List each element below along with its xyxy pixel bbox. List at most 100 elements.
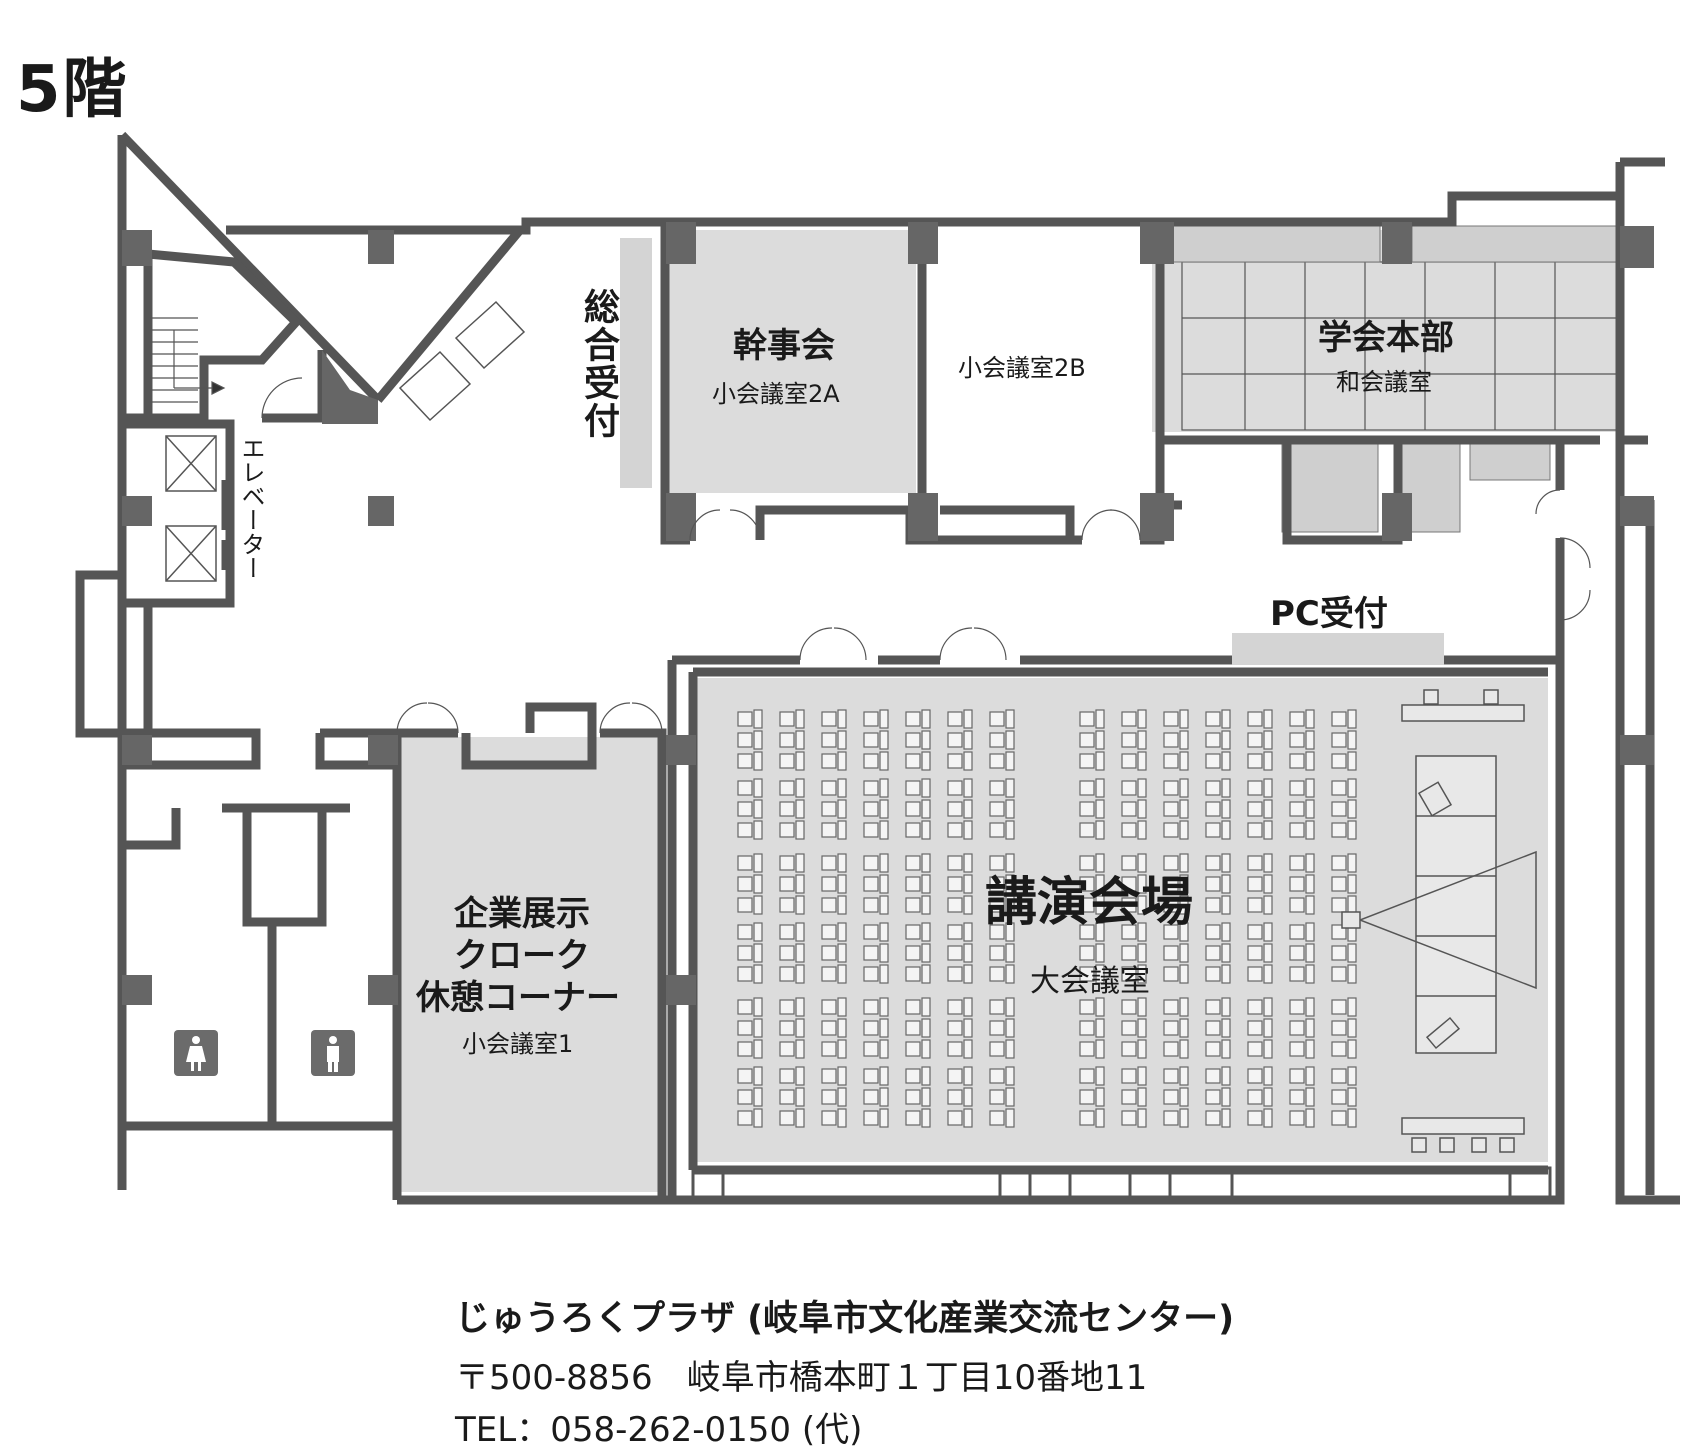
seat xyxy=(863,1068,879,1084)
seat xyxy=(821,822,837,838)
desk xyxy=(1347,730,1357,750)
seat xyxy=(1163,1089,1179,1105)
seat xyxy=(821,1068,837,1084)
seat xyxy=(779,876,795,892)
elevator-label: エレベーター xyxy=(237,436,265,580)
seat xyxy=(1121,801,1137,817)
seat xyxy=(779,801,795,817)
desk xyxy=(1347,1108,1357,1128)
desk xyxy=(837,778,847,798)
desk xyxy=(1305,853,1315,873)
desk xyxy=(1095,1087,1105,1107)
seat xyxy=(1079,999,1095,1015)
seat xyxy=(989,1020,1005,1036)
seat xyxy=(1247,753,1263,769)
seat xyxy=(1079,1041,1095,1057)
seat xyxy=(905,801,921,817)
desk xyxy=(1179,1018,1189,1038)
seat xyxy=(989,711,1005,727)
seat xyxy=(1079,732,1095,748)
seat xyxy=(1163,1068,1179,1084)
desk xyxy=(753,1108,763,1128)
seat xyxy=(1205,945,1221,961)
seat xyxy=(779,732,795,748)
seat xyxy=(1247,1041,1263,1057)
seat xyxy=(1121,711,1137,727)
desk xyxy=(1095,943,1105,963)
seat xyxy=(1205,711,1221,727)
desk xyxy=(1221,874,1231,894)
seat xyxy=(1121,1110,1137,1126)
seat xyxy=(1079,966,1095,982)
desk xyxy=(1221,778,1231,798)
seat xyxy=(821,732,837,748)
seat xyxy=(905,1110,921,1126)
desk xyxy=(1263,799,1273,819)
seat xyxy=(863,924,879,940)
desk xyxy=(1347,1018,1357,1038)
desk xyxy=(837,895,847,915)
seat xyxy=(1205,1041,1221,1057)
desk xyxy=(1221,1018,1231,1038)
seat xyxy=(1247,1089,1263,1105)
desk xyxy=(753,730,763,750)
desk xyxy=(1221,1108,1231,1128)
desk xyxy=(1095,1018,1105,1038)
desk xyxy=(1137,1108,1147,1128)
seat xyxy=(1205,966,1221,982)
exhibit-room-fill xyxy=(397,737,660,1192)
desk xyxy=(921,1066,931,1086)
seat xyxy=(737,753,753,769)
seat xyxy=(1163,732,1179,748)
seat xyxy=(1289,999,1305,1015)
seat xyxy=(1163,945,1179,961)
desk xyxy=(1263,778,1273,798)
seat xyxy=(989,855,1005,871)
seat xyxy=(863,822,879,838)
lecture-windows xyxy=(691,1166,1552,1200)
desk xyxy=(1263,1039,1273,1059)
seat xyxy=(1121,876,1137,892)
desk xyxy=(963,730,973,750)
desk xyxy=(1347,853,1357,873)
desk xyxy=(1305,964,1315,984)
seat xyxy=(821,1041,837,1057)
seat xyxy=(779,711,795,727)
desk xyxy=(795,1066,805,1086)
desk xyxy=(1305,709,1315,729)
seat xyxy=(1163,1020,1179,1036)
desk xyxy=(1263,997,1273,1017)
seat xyxy=(1121,897,1137,913)
seat xyxy=(1289,1068,1305,1084)
seat xyxy=(1331,732,1347,748)
desk xyxy=(1347,964,1357,984)
seat xyxy=(947,855,963,871)
seat xyxy=(1289,801,1305,817)
seat xyxy=(1205,1089,1221,1105)
desk xyxy=(795,799,805,819)
seat xyxy=(779,1110,795,1126)
desk xyxy=(1305,799,1315,819)
desk xyxy=(753,1087,763,1107)
seat xyxy=(947,1110,963,1126)
seat xyxy=(1247,855,1263,871)
desk xyxy=(1137,1066,1147,1086)
desk xyxy=(1305,895,1315,915)
seat xyxy=(1289,924,1305,940)
desk xyxy=(1179,922,1189,942)
gakkai-subtitle: 和会議室 xyxy=(1336,368,1432,396)
seat xyxy=(1331,999,1347,1015)
desk xyxy=(1221,820,1231,840)
floor-title: 5階 xyxy=(16,53,129,127)
seat xyxy=(863,711,879,727)
seat xyxy=(1205,822,1221,838)
pc-reception-counter xyxy=(1232,633,1444,665)
seat xyxy=(1247,999,1263,1015)
desk xyxy=(879,964,889,984)
desk xyxy=(879,1018,889,1038)
seat xyxy=(737,780,753,796)
stairs xyxy=(150,317,226,403)
seat xyxy=(1079,822,1095,838)
seat xyxy=(1331,1110,1347,1126)
desk xyxy=(921,1108,931,1128)
